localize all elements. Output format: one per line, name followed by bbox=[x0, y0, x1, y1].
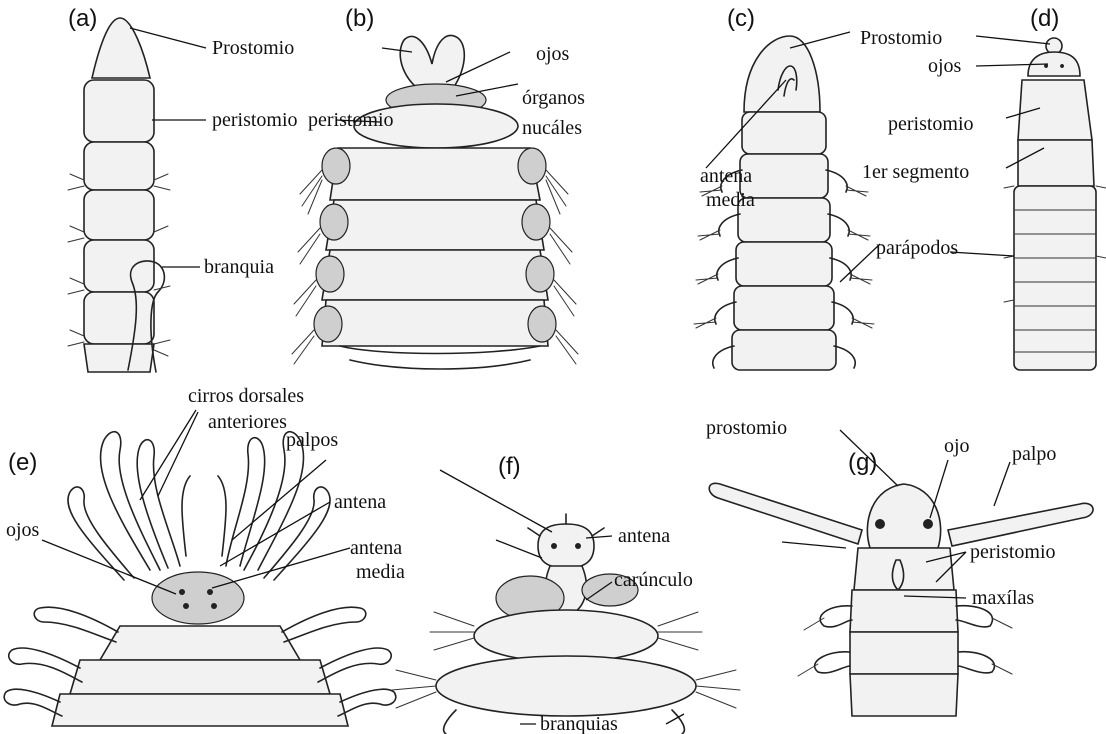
panel-g: (g) prostomio ojo palpo peristomio maxíl… bbox=[706, 417, 1093, 716]
label-b-ojos: ojos bbox=[536, 43, 570, 65]
label-g-maxilas: maxílas bbox=[972, 587, 1034, 609]
label-d-segmento: 1er segmento bbox=[862, 161, 969, 183]
leader-g-palpo bbox=[994, 462, 1010, 506]
leader-d-prostomio bbox=[976, 36, 1050, 44]
label-c-parapodos: parápodos bbox=[876, 237, 958, 259]
label-g-palpo: palpo bbox=[1012, 443, 1056, 465]
label-e-cirros-2: anteriores bbox=[208, 411, 287, 433]
panel-e-letter: (e) bbox=[8, 449, 37, 476]
panel-g-worm-drawing bbox=[709, 483, 1093, 716]
panel-b: (b) ojos órganos nucáles bbox=[292, 5, 585, 369]
panel-b-worm-drawing bbox=[292, 36, 578, 369]
panel-a-letter: (a) bbox=[68, 5, 97, 32]
panel-e: (e) cirros dorsales anteriores bbox=[4, 385, 405, 726]
label-d-ojos: ojos bbox=[928, 55, 962, 77]
panel-e-worm-drawing bbox=[4, 432, 396, 726]
label-f-antena: antena bbox=[618, 525, 670, 547]
label-c-antena-1: antena bbox=[700, 165, 752, 187]
label-e-antena-media-2: media bbox=[356, 561, 405, 583]
leader-f-palpos bbox=[440, 470, 552, 532]
leader-e-antena-media bbox=[212, 548, 350, 588]
label-g-peristomio: peristomio bbox=[970, 541, 1056, 563]
panel-b-letter: (b) bbox=[345, 5, 374, 32]
panel-f-worm-drawing bbox=[392, 514, 740, 734]
leader-e-cirros-b bbox=[158, 412, 198, 496]
panel-c: (c) antena media parápodos bbox=[694, 5, 958, 370]
panel-c-letter: (c) bbox=[727, 5, 755, 32]
leader-a-prostomio bbox=[130, 28, 206, 48]
label-d-peristomio: peristomio bbox=[888, 113, 974, 135]
leader-f-antena-media bbox=[496, 540, 542, 558]
leader-g-antena bbox=[782, 542, 846, 548]
label-f-caruncle: carúnculo bbox=[614, 569, 693, 591]
label-a-branquia: branquia bbox=[204, 256, 274, 278]
label-b-peristomio: peristomio bbox=[308, 109, 394, 131]
label-e-ojos: ojos bbox=[6, 519, 40, 541]
label-e-cirros-1: cirros dorsales bbox=[188, 385, 304, 407]
panel-f-letter: (f) bbox=[498, 453, 521, 480]
panel-a: (a) Prostomio peristomio branquia bbox=[68, 5, 298, 372]
label-d-prostomio: Prostomio bbox=[860, 27, 942, 49]
panel-d-letter: (d) bbox=[1030, 5, 1059, 32]
panel-f: (f) antena carúnculo branquias bbox=[392, 453, 740, 734]
label-e-antena: antena bbox=[334, 491, 386, 513]
label-g-ojo: ojo bbox=[944, 435, 970, 457]
leader-g-ojo bbox=[930, 460, 948, 518]
leader-e-cirros-a bbox=[140, 410, 196, 500]
panel-d: (d) Prostomio ojos peristomio 1er segmen… bbox=[860, 5, 1106, 370]
shared-labels: peristomio bbox=[308, 109, 394, 131]
leader-d-parapodos bbox=[950, 252, 1014, 256]
leader-c-parapodos bbox=[840, 244, 880, 282]
label-b-organos-1: órganos bbox=[522, 87, 585, 109]
label-a-peristomio: peristomio bbox=[212, 109, 298, 131]
panel-d-worm-drawing bbox=[1004, 38, 1106, 370]
label-b-organos-2: nucáles bbox=[522, 117, 582, 139]
panel-a-worm-drawing bbox=[68, 18, 170, 372]
label-c-antena-2: media bbox=[706, 189, 755, 211]
label-g-prostomio: prostomio bbox=[706, 417, 787, 439]
label-a-prostomio: Prostomio bbox=[212, 37, 294, 59]
label-f-branquias: branquias bbox=[540, 713, 618, 734]
label-e-palpos: palpos bbox=[286, 429, 338, 451]
label-e-antena-media-1: antena bbox=[350, 537, 402, 559]
